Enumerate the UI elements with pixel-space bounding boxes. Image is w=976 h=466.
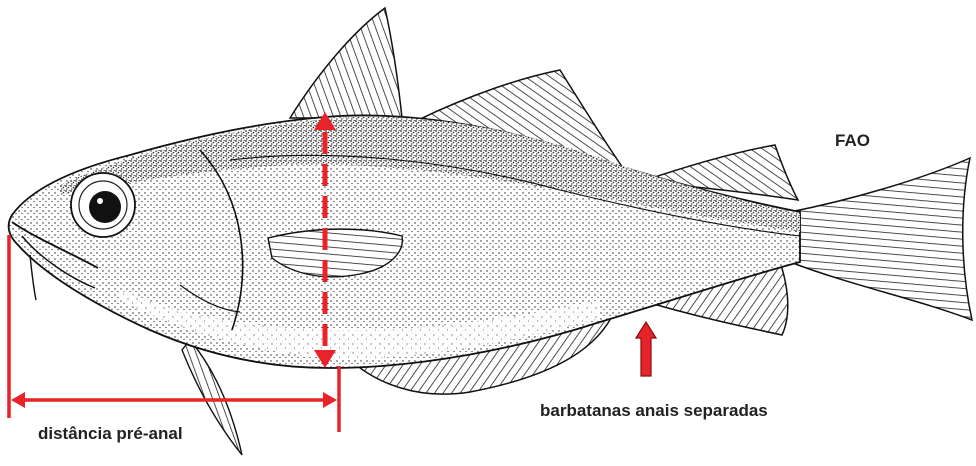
eye-highlight bbox=[97, 198, 103, 204]
caudal-fin bbox=[790, 158, 972, 320]
pre-anal-arrowhead-right bbox=[323, 392, 337, 408]
pre-anal-distance-label: distância pré-anal bbox=[38, 424, 183, 444]
anal-fins-label: barbatanas anais separadas bbox=[540, 401, 768, 421]
anal-fin-gap-arrow bbox=[636, 322, 656, 376]
source-label: FAO bbox=[835, 131, 870, 151]
first-dorsal-fin bbox=[290, 8, 402, 118]
eye-pupil bbox=[89, 191, 121, 223]
pre-anal-arrowhead-left bbox=[11, 392, 25, 408]
